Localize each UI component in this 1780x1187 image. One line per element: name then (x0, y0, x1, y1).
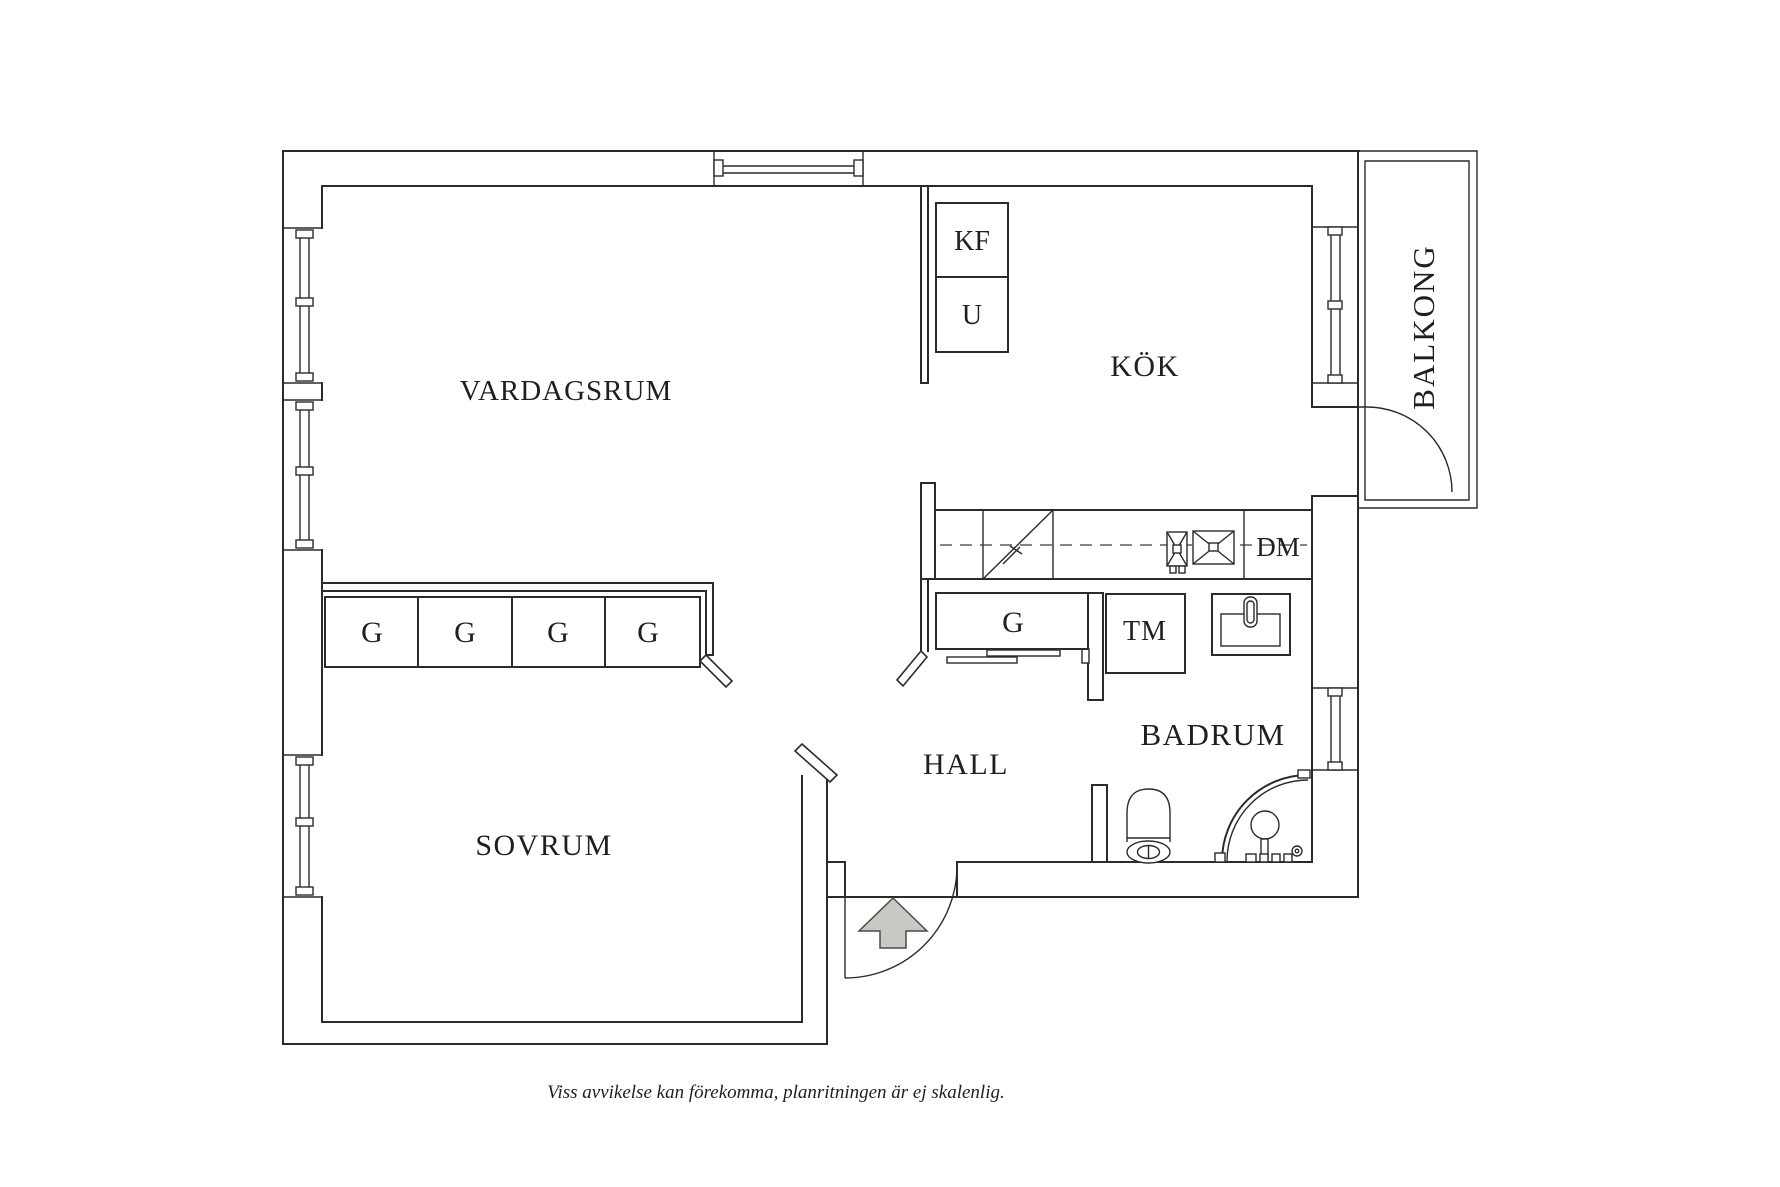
balcony-outer (1359, 150, 1478, 509)
window-vardagsrum-2 (283, 399, 322, 551)
label-u: U (962, 300, 982, 331)
toilet-icon (1126, 788, 1171, 864)
room-label-balkong: BALKONG (1406, 244, 1441, 410)
wall-wardrobe (321, 582, 714, 656)
wardrobe-label-4: G (637, 616, 659, 649)
stove-icon (982, 509, 1054, 580)
closet-kf (935, 202, 1009, 278)
label-kf: KF (954, 226, 990, 257)
wardrobe-label-2: G (454, 616, 476, 649)
wall-inner-right-segments (1311, 185, 1359, 863)
window-badrum (1312, 687, 1358, 771)
wall-counter-cap (920, 482, 936, 580)
balcony-inner (1364, 160, 1470, 501)
window-vardagsrum-1 (283, 227, 322, 384)
label-hall-closet-g: G (1002, 606, 1024, 639)
closet-sliding-doors-icon (946, 649, 1061, 664)
disclaimer-caption: Viss avvikelse kan förekomma, planritnin… (547, 1082, 1004, 1103)
wardrobe-row (324, 596, 701, 668)
closets (324, 202, 1186, 674)
labels: VARDAGSRUM KÖK SOVRUM HALL BADRUM BALKON… (361, 226, 1441, 1103)
closet-u (935, 276, 1009, 353)
wardrobe-label-3: G (547, 616, 569, 649)
wardrobe-label-1: G (361, 616, 383, 649)
wall-entry-jamb (826, 861, 846, 898)
window-top (713, 151, 864, 186)
window-kok (1312, 226, 1358, 384)
doors (844, 406, 1453, 979)
room-label-hall: HALL (923, 748, 1009, 781)
wall-closet-jamb (1081, 648, 1090, 664)
hall-wall-door-leaf-icon (793, 742, 839, 784)
kitchen-faucet-icon (1166, 531, 1188, 574)
kok-door-leaf-icon (895, 649, 929, 688)
bathroom-fixtures (1126, 593, 1311, 864)
kitchen-sink-icon (1192, 530, 1235, 565)
entry-door-arc (844, 865, 958, 979)
closet-hall-g (935, 592, 1089, 650)
label-dm: DM (1256, 532, 1300, 562)
wall-closet-east (1087, 592, 1104, 701)
entrance-arrow-icon (857, 896, 929, 949)
room-label-sovrum: SOVRUM (475, 829, 612, 862)
sovrum-door-leaf-icon (698, 653, 734, 689)
room-label-kok: KÖK (1110, 350, 1180, 383)
label-tm: TM (1123, 616, 1167, 647)
room-label-badrum: BADRUM (1140, 717, 1285, 752)
balcony-door-arc (1358, 406, 1453, 493)
washbasin-icon (1211, 593, 1291, 656)
wall-kok-west (920, 185, 929, 384)
room-label-vardagsrum: VARDAGSRUM (460, 375, 673, 407)
wall-hall-badrum (1091, 784, 1108, 863)
shower-icon (1214, 769, 1311, 863)
wall-kok-west-lower (920, 578, 929, 652)
windows (283, 151, 1358, 898)
wall-badrum-south-inner (956, 861, 1313, 898)
walls (282, 150, 1360, 1045)
kitchen-fixtures (934, 509, 1313, 580)
window-sovrum (283, 754, 322, 898)
balcony (1359, 150, 1478, 509)
washing-machine (1105, 593, 1186, 674)
